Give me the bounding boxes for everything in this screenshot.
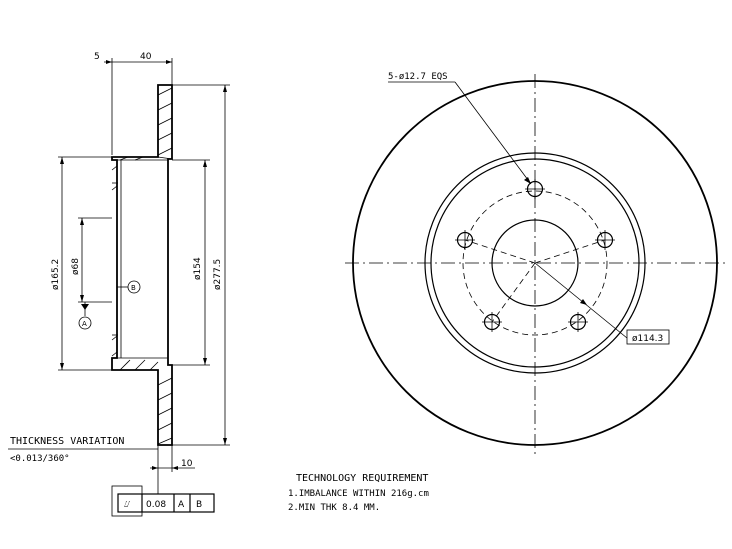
tech-title: TECHNOLOGY REQUIREMENT (296, 473, 428, 484)
dim-40-label: 40 (140, 52, 152, 62)
runout-icon: ⌰ (124, 500, 130, 510)
front-view: 5-ø12.7 EQS ø114.3 (345, 72, 726, 454)
dim-5-label: 5 (94, 52, 100, 62)
datum-b-bubble (127, 280, 141, 294)
tech-line-2: 2.MIN THK 8.4 MM. (288, 503, 380, 513)
dim-10-label: 10 (181, 459, 193, 469)
tolerance-ref-b: B (196, 500, 202, 510)
dim-154-label: ø154 (193, 257, 203, 280)
hat-inner-circle (430, 158, 640, 368)
dim-165-label: ø165.2 (51, 259, 61, 290)
tolerance-frame: ⌰ 0.08 A B (111, 485, 215, 517)
dim-277-label: ø277.5 (213, 259, 223, 290)
datum-a-bubble (78, 316, 92, 330)
thickness-variation-title: THICKNESS VARIATION (10, 436, 124, 447)
hat-outer-circle (424, 152, 646, 374)
dim-68-label: ø68 (71, 258, 81, 275)
section-hatching (111, 87, 173, 445)
datum-b-label: B (131, 284, 136, 292)
side-view: 5 40 ø165.2 ø68 A B ø154 (8, 52, 230, 517)
datum-a-label: A (82, 320, 87, 328)
tolerance-value: 0.08 (146, 500, 166, 510)
holes-callout: 5-ø12.7 EQS (388, 72, 448, 82)
center-bore-circle (491, 219, 579, 307)
pcd-circle (462, 190, 608, 336)
outer-disc-circle (352, 80, 718, 446)
tech-line-1: 1.IMBALANCE WITHIN 216g.cm (288, 489, 429, 499)
pcd-callout: ø114.3 (632, 334, 663, 344)
technology-requirement: TECHNOLOGY REQUIREMENT 1.IMBALANCE WITHI… (288, 473, 429, 513)
thickness-variation-value: <0.013/360° (10, 454, 70, 464)
tolerance-ref-a: A (178, 500, 185, 510)
